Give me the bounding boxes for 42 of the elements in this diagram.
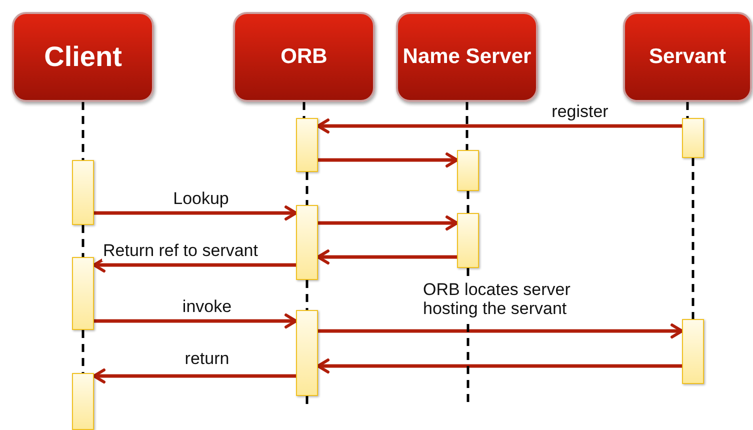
message-arrow (316, 118, 682, 134)
edge-label: register (550, 103, 610, 122)
activation-bar (72, 160, 94, 225)
message-arrow (94, 206, 298, 220)
participant-name: Name Server (402, 44, 532, 70)
message-arrow (94, 314, 298, 328)
participant-name: Client (44, 40, 122, 74)
lifeline (466, 102, 468, 150)
message-arrow (316, 250, 457, 264)
message-arrow (318, 216, 458, 230)
activation-bar (457, 150, 479, 191)
message-arrow (92, 368, 296, 384)
message-arrow (316, 358, 682, 374)
activation-bar (682, 319, 704, 384)
activation-bar (296, 205, 318, 280)
edge-label: Lookup (172, 190, 230, 209)
lifeline-header (233, 12, 375, 102)
lifeline (306, 172, 308, 205)
message-arrow (318, 152, 458, 168)
activation-bar (457, 213, 479, 268)
activation-bar (682, 118, 704, 158)
lifeline-header (396, 12, 538, 102)
lifeline (692, 158, 694, 319)
lifeline-header (623, 12, 752, 102)
message-arrow (92, 258, 296, 272)
lifeline (466, 191, 470, 213)
activation-bar (296, 310, 318, 396)
edge-label: Return ref to servant (102, 242, 259, 261)
activation-bar (72, 373, 94, 430)
activation-bar (296, 118, 318, 172)
lifeline (82, 225, 84, 257)
lifeline (82, 330, 84, 373)
lifeline (306, 280, 308, 310)
participant-name: Servant (648, 44, 726, 70)
lifeline (302, 102, 306, 118)
message-arrow (318, 324, 684, 338)
participant-name: ORB (280, 44, 328, 70)
lifeline (686, 102, 689, 118)
lifeline-header (12, 12, 154, 102)
lifeline (82, 102, 84, 160)
lifeline (306, 396, 308, 405)
activation-bar (72, 257, 94, 330)
